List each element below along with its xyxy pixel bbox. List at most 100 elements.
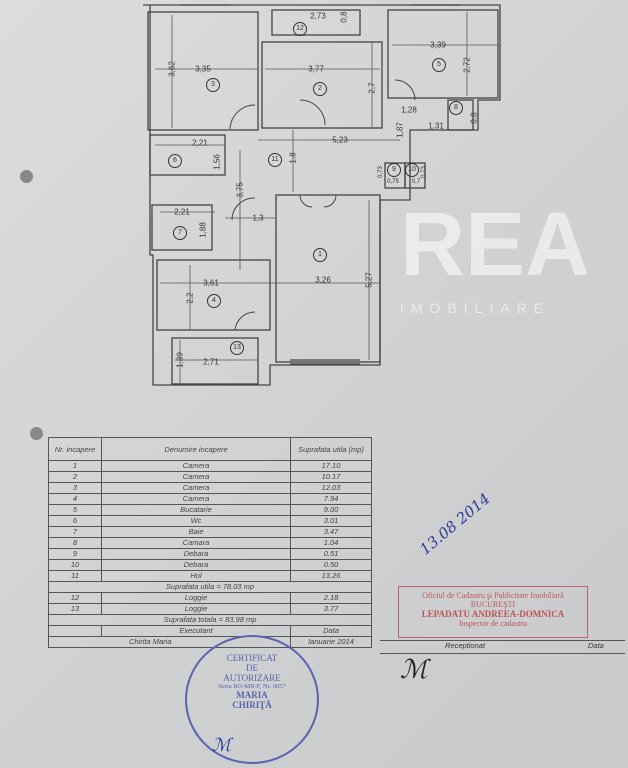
dimension: 2,21 <box>192 138 208 148</box>
dimension: 3,39 <box>430 40 446 50</box>
ocpi-inspector: LEPADATU ANDREEA-DOMNICA <box>421 609 565 619</box>
authorization-seal: CERTIFICAT DE AUTORIZARE Seria RO-MB-F, … <box>185 635 319 764</box>
cell-area: 1.04 <box>290 537 372 549</box>
cell-area: 3.01 <box>290 515 372 527</box>
total: Suprafata totala = 83.98 mp <box>48 614 372 626</box>
room-number: 4 <box>207 294 221 308</box>
cell-name: Debara <box>101 548 291 560</box>
seal-line: Seria RO-MB-F, Nr. 0057 <box>218 683 286 690</box>
cell-nr: 7 <box>48 526 102 538</box>
cell-name: Camara <box>101 537 291 549</box>
cell-nr: 4 <box>48 493 102 505</box>
cell-name: Camera <box>101 482 291 494</box>
cell-nr: 6 <box>48 515 102 527</box>
room-number: 8 <box>449 101 463 115</box>
cell-nr: 9 <box>48 548 102 560</box>
cell-area: 10.17 <box>290 471 372 483</box>
cell-area: 0.51 <box>290 548 372 560</box>
cell-name: Wc <box>101 515 291 527</box>
cell-area: 9.00 <box>290 504 372 516</box>
dimension: 0,8 <box>339 11 349 23</box>
cell-name: Baie <box>101 526 291 538</box>
dimension: 5,27 <box>364 272 374 288</box>
seal-line: CERTIFICAT <box>226 653 278 663</box>
dimension: 1,8 <box>288 152 298 164</box>
signature: ℳ <box>212 735 232 756</box>
room-number: 10 <box>405 163 419 177</box>
dimension: 0,75 <box>387 179 399 185</box>
handwritten-date: 13.08 2014 <box>416 489 494 559</box>
cell-name: Camera <box>101 460 291 472</box>
room-number: 3 <box>206 78 220 92</box>
subtotal-row: Suprafata utila = 78.03 mp <box>48 581 372 593</box>
cell-area: 0.50 <box>290 559 372 571</box>
cell-nr: 2 <box>48 471 102 483</box>
cell-nr: 11 <box>48 570 102 582</box>
total-row: Suprafata totala = 83.98 mp <box>48 614 372 626</box>
dimension: 0,73 <box>421 166 427 178</box>
cell-nr: 1 <box>48 460 102 472</box>
cell-area: 13.26 <box>290 570 372 582</box>
dimension: 3,77 <box>308 64 324 74</box>
seal-line: MARIA <box>236 690 268 700</box>
dimension: 1,3 <box>252 213 264 223</box>
cell-name: Loggie <box>101 603 291 615</box>
ocpi-stamp: Oficiul de Cadastru şi Publicitate Imobi… <box>398 586 588 638</box>
dimension: 2,2 <box>185 292 195 304</box>
ocpi-line1: Oficiul de Cadastru şi Publicitate Imobi… <box>422 591 564 600</box>
room-number: 1 <box>313 248 327 262</box>
receptionat-label: Receptionat <box>445 641 486 650</box>
cell-nr: 12 <box>48 592 102 604</box>
signature: ℳ <box>400 655 428 685</box>
dimension: 0,8 <box>469 112 479 124</box>
watermark-subtitle: IMOBILIARE <box>400 300 551 316</box>
room-number: 5 <box>432 58 446 72</box>
room-number: 2 <box>313 82 327 96</box>
room-number: 11 <box>268 153 282 167</box>
room-number: 6 <box>168 154 182 168</box>
table-header: Nr. incapere Denumire incapere Suprafata… <box>48 437 372 461</box>
dimension: 1,87 <box>395 122 405 138</box>
dimension: 2,71 <box>203 357 219 367</box>
header-area: Suprafata utila (mp) <box>290 437 372 461</box>
watermark-logo: REA <box>400 195 591 295</box>
floor-plan-drawing <box>143 4 501 386</box>
room-number: 9 <box>387 163 401 177</box>
subtotal: Suprafata utila = 78.03 mp <box>48 581 372 593</box>
cell-name: Loggie <box>101 592 291 604</box>
punch-hole <box>30 427 43 440</box>
dimension: 3,26 <box>315 275 331 285</box>
cell-area: 17.10 <box>290 460 372 472</box>
cell-area: 2.18 <box>290 592 372 604</box>
dimension: 3,61 <box>203 278 219 288</box>
cell-name: Camera <box>101 493 291 505</box>
dimension: 5,23 <box>332 135 348 145</box>
cell-area: 3.47 <box>290 526 372 538</box>
cell-area: 3.77 <box>290 603 372 615</box>
dimension: 1,88 <box>198 222 208 238</box>
dimension: 2,7 <box>367 82 377 94</box>
cell-area: 7.94 <box>290 493 372 505</box>
punch-hole <box>20 170 33 183</box>
dimension: 2,72 <box>462 57 472 73</box>
cell-area: 12.03 <box>290 482 372 494</box>
cell-nr: 5 <box>48 504 102 516</box>
dimension: 2,21 <box>174 207 190 217</box>
cell-nr: 13 <box>48 603 102 615</box>
date-label: Data <box>290 625 372 637</box>
cell-name: Debara <box>101 559 291 571</box>
header-name: Denumire incapere <box>101 437 291 461</box>
dimension: 3,75 <box>235 182 245 198</box>
dimension: 1,56 <box>212 154 222 170</box>
cell-name: Camera <box>101 471 291 483</box>
dimension: 1,39 <box>175 352 185 368</box>
